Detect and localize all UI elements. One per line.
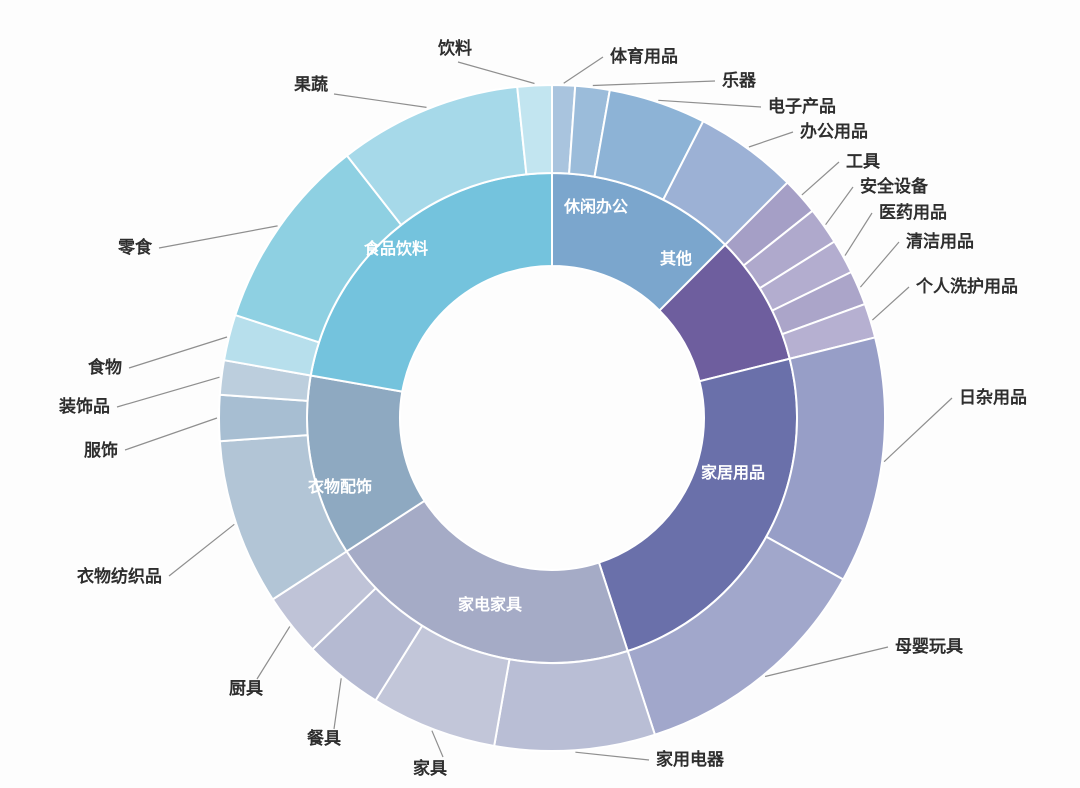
inner-label-家电家具: 家电家具 <box>458 595 522 614</box>
outer-label-服饰: 服饰 <box>84 440 118 460</box>
outer-label-家用电器: 家用电器 <box>656 749 725 769</box>
outer-label-零食: 零食 <box>117 237 153 257</box>
outer-label-安全设备: 安全设备 <box>860 176 929 196</box>
leader-line-家用电器 <box>575 751 650 761</box>
leader-line-个人洗护用品 <box>871 286 910 321</box>
leader-line-服饰 <box>124 417 218 451</box>
leader-line-饮料 <box>457 61 535 85</box>
outer-label-家具: 家具 <box>413 758 447 778</box>
outer-label-电子产品: 电子产品 <box>768 96 836 116</box>
outer-segment-服饰 <box>217 393 309 443</box>
outer-label-日杂用品: 日杂用品 <box>959 387 1027 407</box>
outer-label-食物: 食物 <box>88 357 122 377</box>
outer-label-工具: 工具 <box>846 152 880 171</box>
outer-label-餐具: 餐具 <box>307 728 341 748</box>
leader-line-清洁用品 <box>859 241 900 288</box>
leader-line-日杂用品 <box>883 397 953 463</box>
leader-line-体育用品 <box>563 56 604 84</box>
leader-line-零食 <box>158 225 278 249</box>
outer-label-衣物纺织品: 衣物纺织品 <box>77 566 162 586</box>
inner-label-其他: 其他 <box>660 249 692 268</box>
leader-line-乐器 <box>592 80 716 87</box>
inner-label-休闲办公: 休闲办公 <box>563 197 628 216</box>
leader-line-母婴玩具 <box>764 646 889 678</box>
outer-label-果蔬: 果蔬 <box>294 75 328 94</box>
inner-label-衣物配饰: 衣物配饰 <box>308 477 372 496</box>
inner-label-食品饮料: 食品饮料 <box>363 239 428 258</box>
leader-line-果蔬 <box>333 93 427 108</box>
outer-label-母婴玩具: 母婴玩具 <box>895 637 963 656</box>
leader-line-厨具 <box>256 626 291 680</box>
leader-line-办公用品 <box>748 131 794 148</box>
outer-label-个人洗护用品: 个人洗护用品 <box>915 276 1018 296</box>
outer-label-厨具: 厨具 <box>229 679 263 698</box>
leader-line-安全设备 <box>825 186 854 226</box>
leader-line-家具 <box>431 730 444 758</box>
inner-label-家居用品: 家居用品 <box>701 463 765 482</box>
leader-line-电子产品 <box>658 99 762 108</box>
outer-label-装饰品: 装饰品 <box>58 396 110 416</box>
outer-label-饮料: 饮料 <box>437 38 472 58</box>
leader-line-工具 <box>801 161 840 196</box>
outer-label-清洁用品: 清洁用品 <box>906 231 974 251</box>
leader-line-医药用品 <box>844 212 873 256</box>
outer-label-体育用品: 体育用品 <box>610 46 678 66</box>
outer-label-医药用品: 医药用品 <box>879 202 947 222</box>
outer-label-乐器: 乐器 <box>722 71 757 90</box>
outer-segment-家用电器 <box>493 650 656 752</box>
outer-segment-饮料 <box>516 83 553 176</box>
outer-label-办公用品: 办公用品 <box>800 121 868 141</box>
leader-line-食物 <box>128 336 228 369</box>
leader-line-餐具 <box>333 678 342 730</box>
leader-line-衣物纺织品 <box>168 523 235 577</box>
leader-line-装饰品 <box>116 376 220 408</box>
